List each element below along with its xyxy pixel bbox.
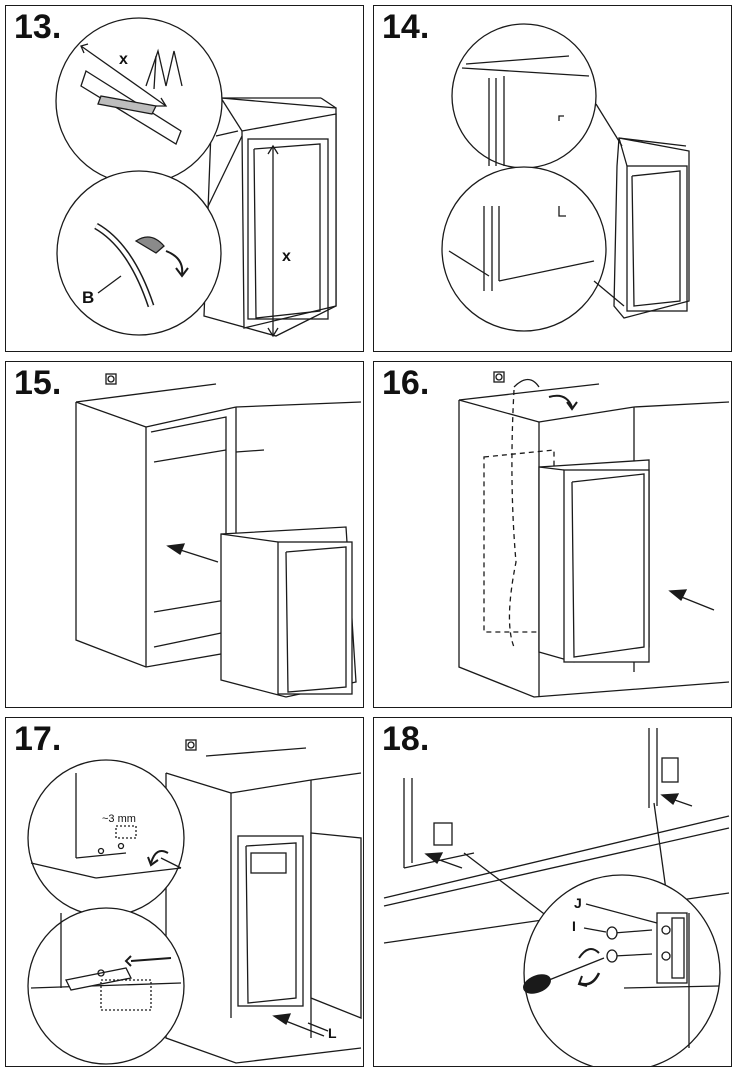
step-17-panel: 17. bbox=[5, 717, 364, 1067]
step-16-illustration bbox=[458, 371, 730, 698]
part-label-b: B bbox=[82, 288, 94, 307]
socket-icon bbox=[493, 371, 505, 383]
step-14-panel: 14. bbox=[373, 5, 732, 352]
gap-label: ~3 mm bbox=[102, 813, 136, 825]
step-14-illustration bbox=[441, 23, 690, 332]
step-18-panel: 18. bbox=[373, 717, 732, 1067]
step-13-illustration: x x B bbox=[55, 17, 337, 338]
step-number: 15. bbox=[14, 364, 62, 402]
step-number: 16. bbox=[382, 364, 430, 402]
step-18-illustration: J I bbox=[383, 728, 730, 1066]
step-13-panel: 13. bbox=[5, 5, 364, 352]
step-number: 14. bbox=[382, 8, 430, 46]
part-label-l: L bbox=[328, 1025, 337, 1041]
socket-icon bbox=[185, 739, 197, 751]
step-17-illustration: ~3 mm L bbox=[27, 739, 362, 1065]
step-number: 17. bbox=[14, 720, 62, 758]
step-16-panel: 16. bbox=[373, 361, 732, 708]
step-15-panel: 15. bbox=[5, 361, 364, 708]
part-label-i: I bbox=[572, 918, 576, 934]
step-number: 18. bbox=[382, 720, 430, 758]
dim-label-top: x bbox=[119, 51, 128, 68]
part-label-j: J bbox=[574, 895, 582, 911]
step-number: 13. bbox=[14, 8, 62, 46]
socket-icon bbox=[105, 373, 117, 385]
dim-label-side: x bbox=[282, 248, 291, 265]
step-15-illustration bbox=[75, 373, 362, 698]
